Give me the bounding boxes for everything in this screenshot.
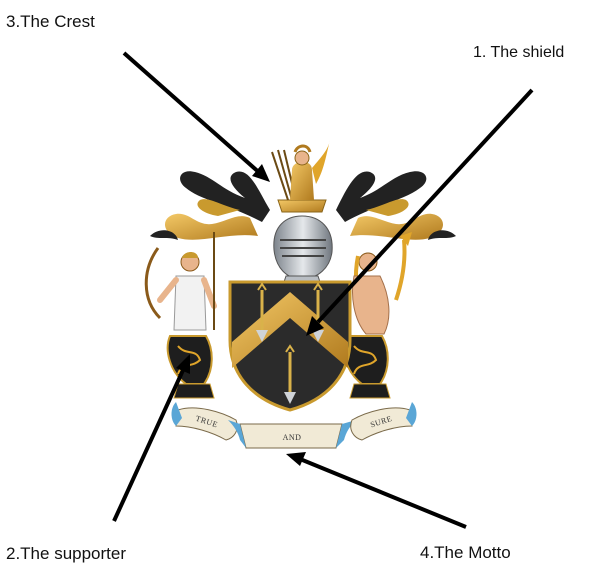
helm: [274, 216, 332, 288]
arrow-to-crest: [124, 53, 270, 182]
shield: [230, 282, 350, 410]
arrow-to-motto: [286, 452, 466, 527]
arrow-to-supporter: [114, 354, 190, 521]
crest: [272, 140, 330, 212]
motto-word-center: AND: [283, 433, 302, 442]
